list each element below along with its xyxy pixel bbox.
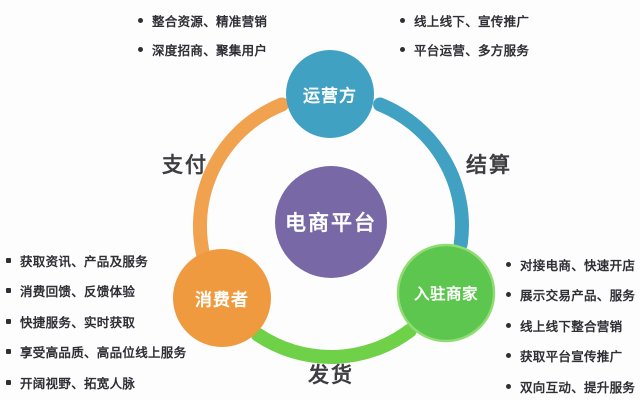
list-item: 双向互动、提升服务 (506, 371, 635, 400)
list-item: 获取资讯、产品及服务 (6, 245, 186, 276)
node-consumer-circle (173, 249, 271, 347)
list-item: 开阔视野、拓宽人脉 (6, 367, 186, 398)
arc-settlement (373, 97, 469, 252)
list-item: 快捷服务、实时获取 (6, 306, 186, 337)
list-item: 对接电商、快速开店 (506, 249, 635, 280)
list-item: 消费回馈、反馈体验 (6, 276, 186, 307)
node-consumer-label: 消费者 (195, 290, 249, 310)
node-platform-circle (275, 166, 387, 278)
operator-points-right: 线上线下、宣传推广 平台运营、多方服务 (400, 6, 529, 64)
list-item: 获取平台宣传推广 (506, 341, 635, 372)
list-item: 平台运营、多方服务 (400, 35, 529, 64)
node-operator-label: 运营方 (303, 86, 357, 106)
node-merchant-circle (396, 243, 496, 343)
merchant-points: 对接电商、快速开店 展示交易产品、服务 线上线下整合营销 获取平台宣传推广 双向… (506, 249, 635, 400)
node-platform-label: 电商平台 (285, 212, 377, 235)
list-item: 整合资源、精准营销 (138, 6, 267, 35)
list-item: 享受高品质、高品位线上服务 (6, 337, 186, 368)
list-item: 线上线下整合营销 (506, 310, 635, 341)
arc-delivery (250, 323, 417, 364)
edge-label-delivery: 发货 (308, 364, 354, 387)
operator-points-left: 整合资源、精准营销 深度招商、聚集用户 (138, 6, 267, 64)
list-item: 展示交易产品、服务 (506, 280, 635, 311)
arc-payment (193, 97, 289, 276)
edge-label-payment: 支付 (162, 154, 208, 177)
node-operator-circle (286, 50, 374, 138)
list-item: 线上线下、宣传推广 (400, 6, 529, 35)
list-item: 深度招商、聚集用户 (138, 35, 267, 64)
consumer-points: 获取资讯、产品及服务 消费回馈、反馈体验 快捷服务、实时获取 享受高品质、高品位… (6, 245, 186, 398)
edge-label-settlement: 结算 (466, 154, 512, 177)
node-merchant-label: 入驻商家 (413, 286, 479, 303)
